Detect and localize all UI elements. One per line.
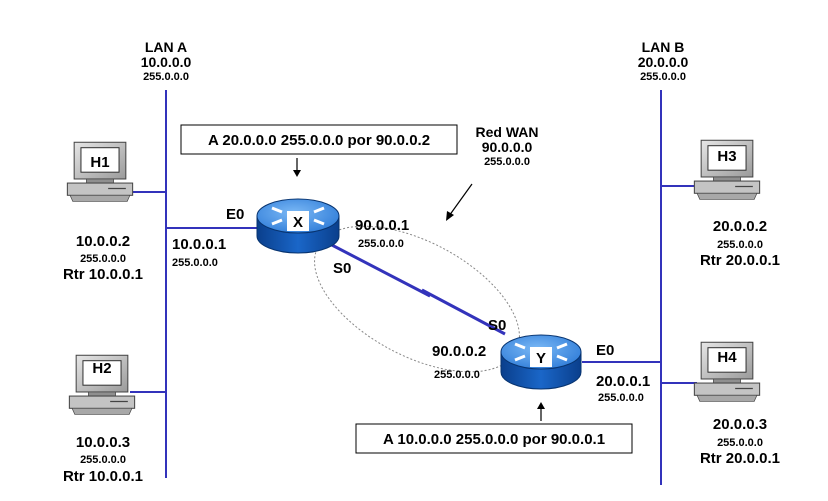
- host-h3[interactable]: H3: [693, 139, 761, 201]
- host-h2-gateway: Rtr 10.0.0.1: [63, 468, 143, 485]
- route-box-x: [180, 124, 458, 155]
- router-y-s0-mask: 255.0.0.0: [434, 369, 480, 381]
- lan-a-title: LAN A: [145, 39, 187, 55]
- host-h1-gateway: Rtr 10.0.0.1: [63, 266, 143, 283]
- route-x-text: A 20.0.0.0 255.0.0.0 por 90.0.0.2: [208, 132, 430, 149]
- lan-b-title: LAN B: [642, 39, 685, 55]
- router-x[interactable]: X: [256, 198, 340, 254]
- host-h4[interactable]: H4: [693, 341, 761, 403]
- route-box-y: [355, 423, 633, 454]
- host-h3-mask: 255.0.0.0: [717, 239, 763, 251]
- router-y[interactable]: Y: [500, 334, 582, 390]
- host-h1-ip: 10.0.0.2: [76, 233, 130, 250]
- lan-b-network: 20.0.0.0: [638, 54, 689, 70]
- host-h3-ip: 20.0.0.2: [713, 218, 767, 235]
- host-h1-mask: 255.0.0.0: [80, 253, 126, 265]
- wan-title: Red WAN: [476, 124, 539, 140]
- router-x-e0-name: E0: [226, 206, 244, 223]
- host-h4-ip: 20.0.0.3: [713, 416, 767, 433]
- wan-pointer-arrow: [448, 183, 473, 217]
- router-x-arrows-icon: [271, 206, 325, 226]
- host-h3-gateway: Rtr 20.0.0.1: [700, 252, 780, 269]
- route-y-text: A 10.0.0.0 255.0.0.0 por 90.0.0.1: [383, 431, 605, 448]
- wan-pointer-arrowhead: [446, 211, 454, 221]
- router-x-s0-mask: 255.0.0.0: [358, 238, 404, 250]
- lan-b-mask: 255.0.0.0: [640, 71, 686, 83]
- router-x-s0-ip: 90.0.0.1: [355, 217, 409, 234]
- router-y-e0-name: E0: [596, 342, 614, 359]
- router-y-e0-ip: 20.0.0.1: [596, 373, 650, 390]
- router-x-label: X: [293, 214, 303, 231]
- host-h3-label: H3: [717, 148, 736, 165]
- host-h1-label: H1: [90, 154, 109, 171]
- host-h2-label: H2: [92, 360, 111, 377]
- router-y-s0-ip: 90.0.0.2: [432, 343, 486, 360]
- router-y-e0-mask: 255.0.0.0: [598, 392, 644, 404]
- route-y-arrowhead: [537, 402, 545, 409]
- host-h4-label: H4: [717, 349, 737, 366]
- host-h4-gateway: Rtr 20.0.0.1: [700, 450, 780, 467]
- host-h1[interactable]: H1: [66, 141, 134, 203]
- router-y-label: Y: [536, 350, 546, 367]
- host-h2-ip: 10.0.0.3: [76, 434, 130, 451]
- lan-a-network: 10.0.0.0: [141, 54, 192, 70]
- wan-serial-link: [327, 241, 506, 336]
- wan-network: 90.0.0.0: [482, 139, 533, 155]
- router-x-s0-name: S0: [333, 260, 351, 277]
- host-h2-mask: 255.0.0.0: [80, 454, 126, 466]
- host-h4-mask: 255.0.0.0: [717, 437, 763, 449]
- router-y-s0-name: S0: [488, 317, 506, 334]
- router-x-e0-ip: 10.0.0.1: [172, 236, 226, 253]
- wan-mask: 255.0.0.0: [484, 156, 530, 168]
- router-x-e0-mask: 255.0.0.0: [172, 257, 218, 269]
- host-h2[interactable]: H2: [68, 354, 136, 416]
- router-y-arrows-icon: [514, 342, 568, 362]
- lan-a-mask: 255.0.0.0: [143, 71, 189, 83]
- route-x-arrowhead: [293, 170, 301, 177]
